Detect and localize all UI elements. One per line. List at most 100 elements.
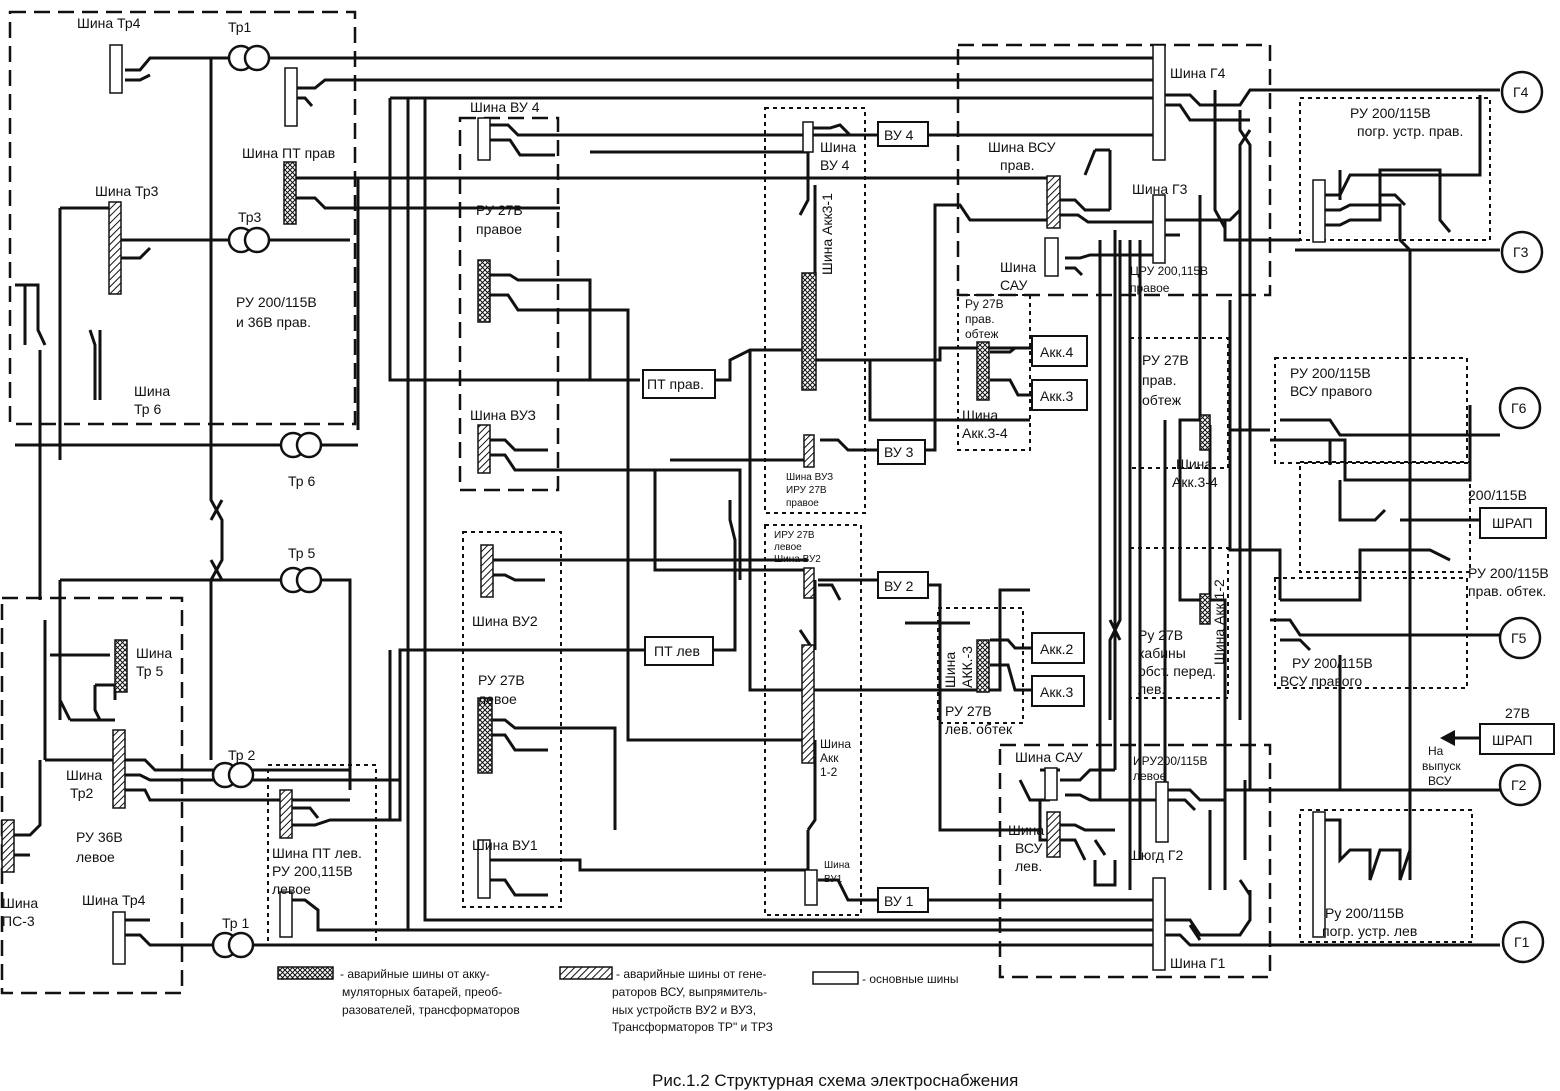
akk4-box: [1031, 335, 1088, 367]
region-outlines: [0, 10, 1491, 995]
bus-pt-prav: [283, 161, 297, 225]
generator-g3: [1500, 230, 1544, 274]
label-ru27-obtezh-3: обтеж: [965, 327, 998, 341]
label-tr6: Тр 6: [288, 473, 315, 489]
legend-cross-2: муляторных батарей, преоб-: [342, 985, 502, 999]
bus-vu3-small: [803, 434, 815, 468]
label-iru27-lev-2: левое: [774, 542, 802, 553]
label-shina-vsu-lev-2: ВСУ: [1015, 840, 1043, 856]
bus-akk12-right: [1199, 593, 1211, 625]
bus-akk1-2: [801, 644, 815, 764]
bus-tr4-top: [109, 44, 123, 94]
bus-akk3-left: [976, 639, 990, 693]
label-shina-sau-bottom: Шина САУ: [1015, 749, 1083, 765]
label-shina-akk12-r: Шина Акк 1-2: [1211, 579, 1227, 665]
label-tr1-top: Тр1: [228, 19, 252, 35]
label-shina-vu2: Шина ВУ2: [472, 613, 538, 629]
label-shina-akk34-2: Акк.3-4: [962, 425, 1008, 441]
label-ru200-prav-obtek-1: РУ 200/115В: [1468, 565, 1549, 581]
label-shina-vu1: Шина ВУ1: [472, 837, 538, 853]
label-shina-vu3-small-3: правое: [786, 498, 819, 509]
bus-vu2: [480, 544, 494, 598]
bus-g4: [1152, 44, 1166, 161]
label-shina-vu3-small-1: Шина ВУЗ: [786, 472, 833, 483]
label-ru200-pogr-prav-1: РУ 200/115В: [1350, 105, 1431, 121]
label-ru27-lev-2: левое: [478, 691, 517, 707]
label-shina-akk31: Шина Акк3-1: [819, 193, 835, 275]
vu4-box: [877, 121, 929, 147]
generator-g6: [1498, 386, 1542, 430]
legend-swatch-hatch: [559, 966, 613, 980]
bus-tr3: [108, 201, 122, 295]
label-shina-akk12-3: 1-2: [820, 765, 838, 779]
label-tr1-bottom: Тр 1: [222, 915, 249, 931]
label-shina-tr2-2: Тр2: [70, 785, 94, 801]
label-ru200-vsu-prav-bot-2: ВСУ правого: [1280, 673, 1362, 689]
label-shina-ps3-2: ПС-3: [2, 913, 35, 929]
label-shina-g3: Шина Г3: [1132, 181, 1188, 197]
vu1-box: [877, 887, 929, 913]
label-ru27-lev-obtek-1: РУ 27В: [945, 703, 992, 719]
label-tr3: Тр3: [238, 209, 262, 225]
label-ru27-kab-2: кабины: [1138, 645, 1186, 661]
legend-swatch-cross: [277, 966, 334, 980]
label-shina-g1: Шина Г1: [1170, 955, 1226, 971]
figure-caption: Рис.1.2 Структурная схема электроснабжен…: [652, 1071, 1018, 1090]
label-shina-vu1-small-1: Шина: [824, 860, 850, 871]
label-akk3-top: Акк.3: [1040, 388, 1073, 404]
label-ru27-obtezh-1: Ру 27В: [965, 297, 1004, 311]
label-na-vypusk-1: На: [1428, 744, 1444, 758]
bus-tr4-bottom: [112, 911, 126, 965]
label-shina-tr4-top: Шина Тр4: [77, 15, 141, 31]
label-na-vypusk-2: выпуск: [1422, 759, 1461, 773]
label-ru200-vsu-prav-bot-1: РУ 200/115В: [1292, 655, 1373, 671]
label-shina-akk34-1: Шина: [962, 407, 998, 423]
bus-vsu-prav: [1046, 175, 1061, 229]
label-ru36-lev-1: РУ 36В: [76, 829, 123, 845]
akk3-bottom-box: [1031, 675, 1085, 707]
bus-vu1-small: [804, 869, 818, 906]
label-vu4: ВУ 4: [884, 127, 914, 143]
label-ru27-prav-obtezh-1: РУ 27В: [1142, 352, 1189, 368]
legend-hatch-3: ных устройств ВУ2 и ВУЗ,: [612, 1003, 756, 1017]
label-shina-g4: Шина Г4: [1170, 65, 1226, 81]
pt-lev-box: [644, 636, 714, 666]
bus-vu4: [477, 117, 491, 161]
bus-vu1: [477, 839, 491, 899]
label-shrap-2: ШРАП: [1492, 732, 1532, 748]
wiring: [10, 56, 1500, 947]
labels: Шина Тр4 Тр1 Шина ПТ прав Шина Тр3 Тр3 Р…: [2, 15, 1549, 971]
bus-ru200-lev: [279, 891, 293, 938]
label-tr5: Тр 5: [288, 545, 315, 561]
bus-tr5: [114, 639, 128, 693]
label-pt-lev: ПТ лев: [654, 643, 700, 659]
legend-swatches: [277, 966, 859, 985]
pt-prav-box: [642, 369, 716, 399]
label-na-vypusk-3: ВСУ: [1428, 774, 1452, 788]
label-shina-akk34-r-2: Акк.3-4: [1172, 474, 1218, 490]
label-shrap-200: 200/115В: [1468, 487, 1527, 503]
label-ru27-lev-1: РУ 27В: [478, 672, 525, 688]
label-shina-vsu-lev-3: лев.: [1015, 858, 1042, 874]
label-ru200-prav-1: РУ 200/115В: [236, 294, 317, 310]
label-ru200-vsu-prav-top-2: ВСУ правого: [1290, 383, 1372, 399]
label-shina-vsu-prav-1: Шина ВСУ: [988, 139, 1056, 155]
transformer-tr1-top: [227, 44, 271, 72]
label-tr2: Тр 2: [228, 747, 255, 763]
generators: [1498, 70, 1545, 964]
label-iru200-2: левое: [1133, 769, 1167, 783]
bus-vsu-lev: [1046, 811, 1061, 858]
label-shina-sau-top-2: САУ: [1000, 277, 1028, 293]
bus-g1: [1152, 877, 1166, 971]
label-shina-vu4: Шина ВУ 4: [470, 99, 540, 115]
label-shina-tr3: Шина Тр3: [95, 183, 159, 199]
label-shina-akk12-2: Акк: [820, 751, 839, 765]
bus-tr2: [112, 729, 126, 809]
akk2-box: [1031, 632, 1085, 664]
label-shina-akk3-2: АКК.-3: [959, 646, 975, 688]
bus-g3: [1152, 194, 1166, 264]
bus-vu3: [477, 424, 491, 474]
label-ru200-lev-2: левое: [272, 881, 311, 897]
